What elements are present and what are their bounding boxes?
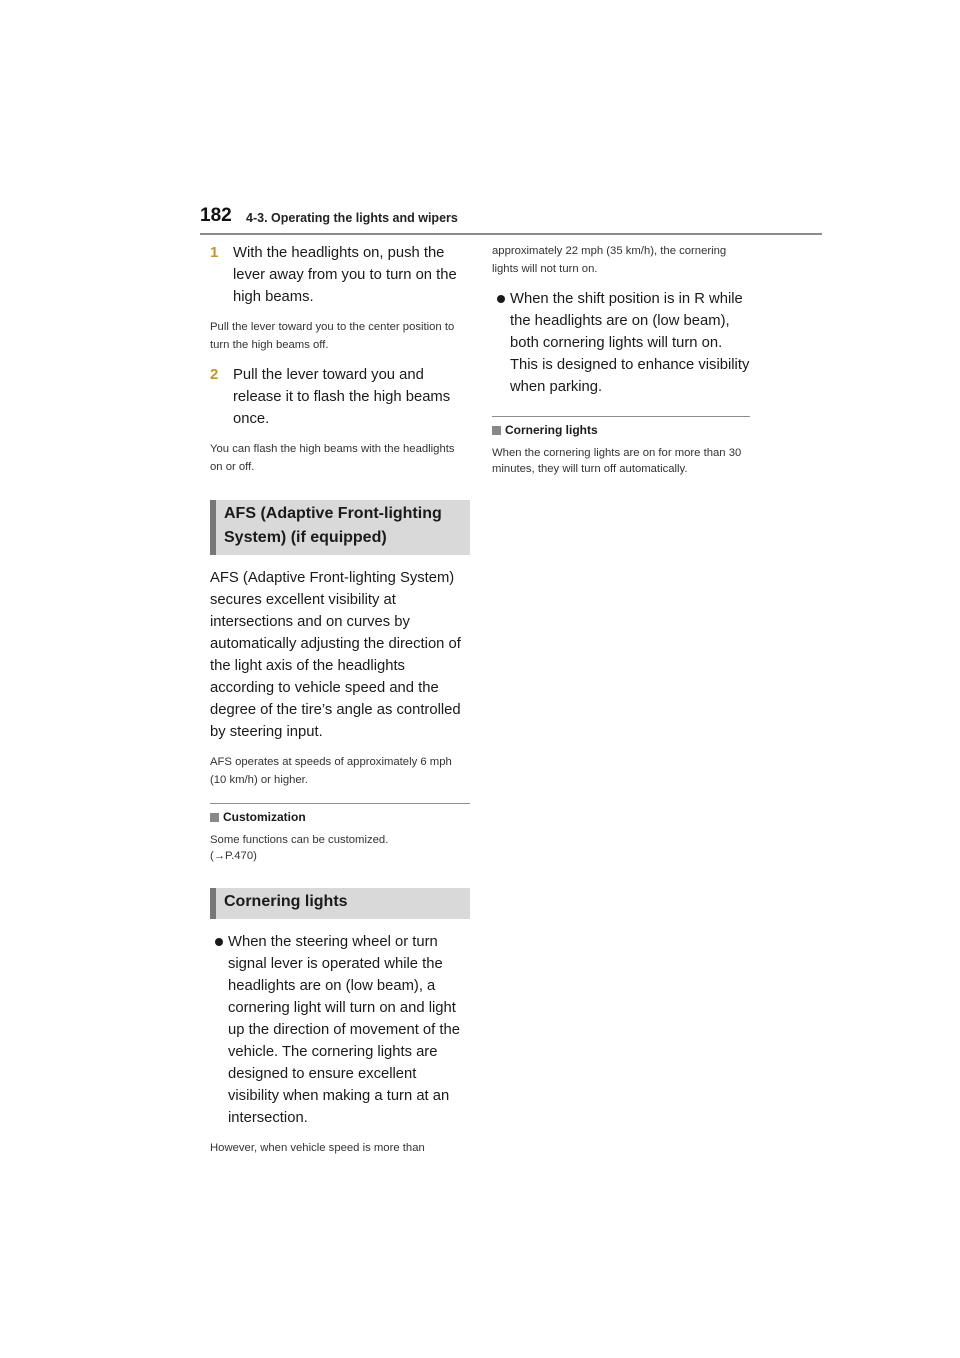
customization-subheading: Customization (210, 808, 470, 826)
bullet-dot-icon (210, 931, 228, 1129)
page-reference-link[interactable]: (→P.470) (210, 850, 257, 862)
bullet-item: When the steering wheel or turn signal l… (210, 931, 470, 1129)
bullet-text: When the steering wheel or turn signal l… (228, 934, 460, 1126)
step-number: 2 (210, 366, 219, 383)
bullet-item: When the shift position is in R while th… (492, 288, 750, 398)
customization-text: Some functions can be customized. (→P.47… (210, 832, 470, 864)
note-high-beams-off: Pull the lever toward you to the center … (210, 321, 455, 351)
step-text: Pull the lever toward you and release it… (233, 367, 451, 427)
bullet-text: When the shift position is in R while th… (510, 291, 750, 395)
page-number: 182 (200, 205, 232, 226)
afs-speed-note: AFS operates at speeds of approximately … (210, 756, 452, 786)
right-column: approximately 22 mph (35 km/h), the corn… (492, 240, 750, 477)
cornering-auto-off-text: When the cornering lights are on for mor… (492, 447, 742, 475)
cornering-sub-title: Cornering lights (505, 423, 598, 437)
step-number: 1 (210, 244, 219, 261)
square-bullet-icon (210, 812, 219, 822)
afs-heading: AFS (Adaptive Front-lighting System) (if… (210, 500, 470, 555)
cornering-lights-heading: Cornering lights (210, 888, 470, 919)
customization-line: Some functions can be customized. (210, 834, 389, 846)
step-1: 1 With the headlights on, push the lever… (210, 242, 470, 308)
left-column: 1 With the headlights on, push the lever… (210, 240, 470, 1167)
cornering-speed-note-start: However, when vehicle speed is more than (210, 1142, 425, 1154)
divider (492, 416, 750, 417)
divider (210, 803, 470, 804)
cornering-lights-subheading: Cornering lights (492, 421, 750, 439)
note-flash-high-beams: You can flash the high beams with the he… (210, 443, 455, 473)
step-2: 2 Pull the lever toward you and release … (210, 364, 470, 430)
header-divider (200, 233, 822, 235)
section-title: 4-3. Operating the lights and wipers (246, 211, 458, 225)
afs-description: AFS (Adaptive Front-lighting System) sec… (210, 570, 461, 740)
step-text: With the headlights on, push the lever a… (233, 245, 457, 305)
bullet-dot-icon (492, 288, 510, 398)
square-bullet-icon (492, 425, 501, 435)
customization-title: Customization (223, 810, 306, 824)
cornering-speed-note-continued: approximately 22 mph (35 km/h), the corn… (492, 245, 727, 275)
